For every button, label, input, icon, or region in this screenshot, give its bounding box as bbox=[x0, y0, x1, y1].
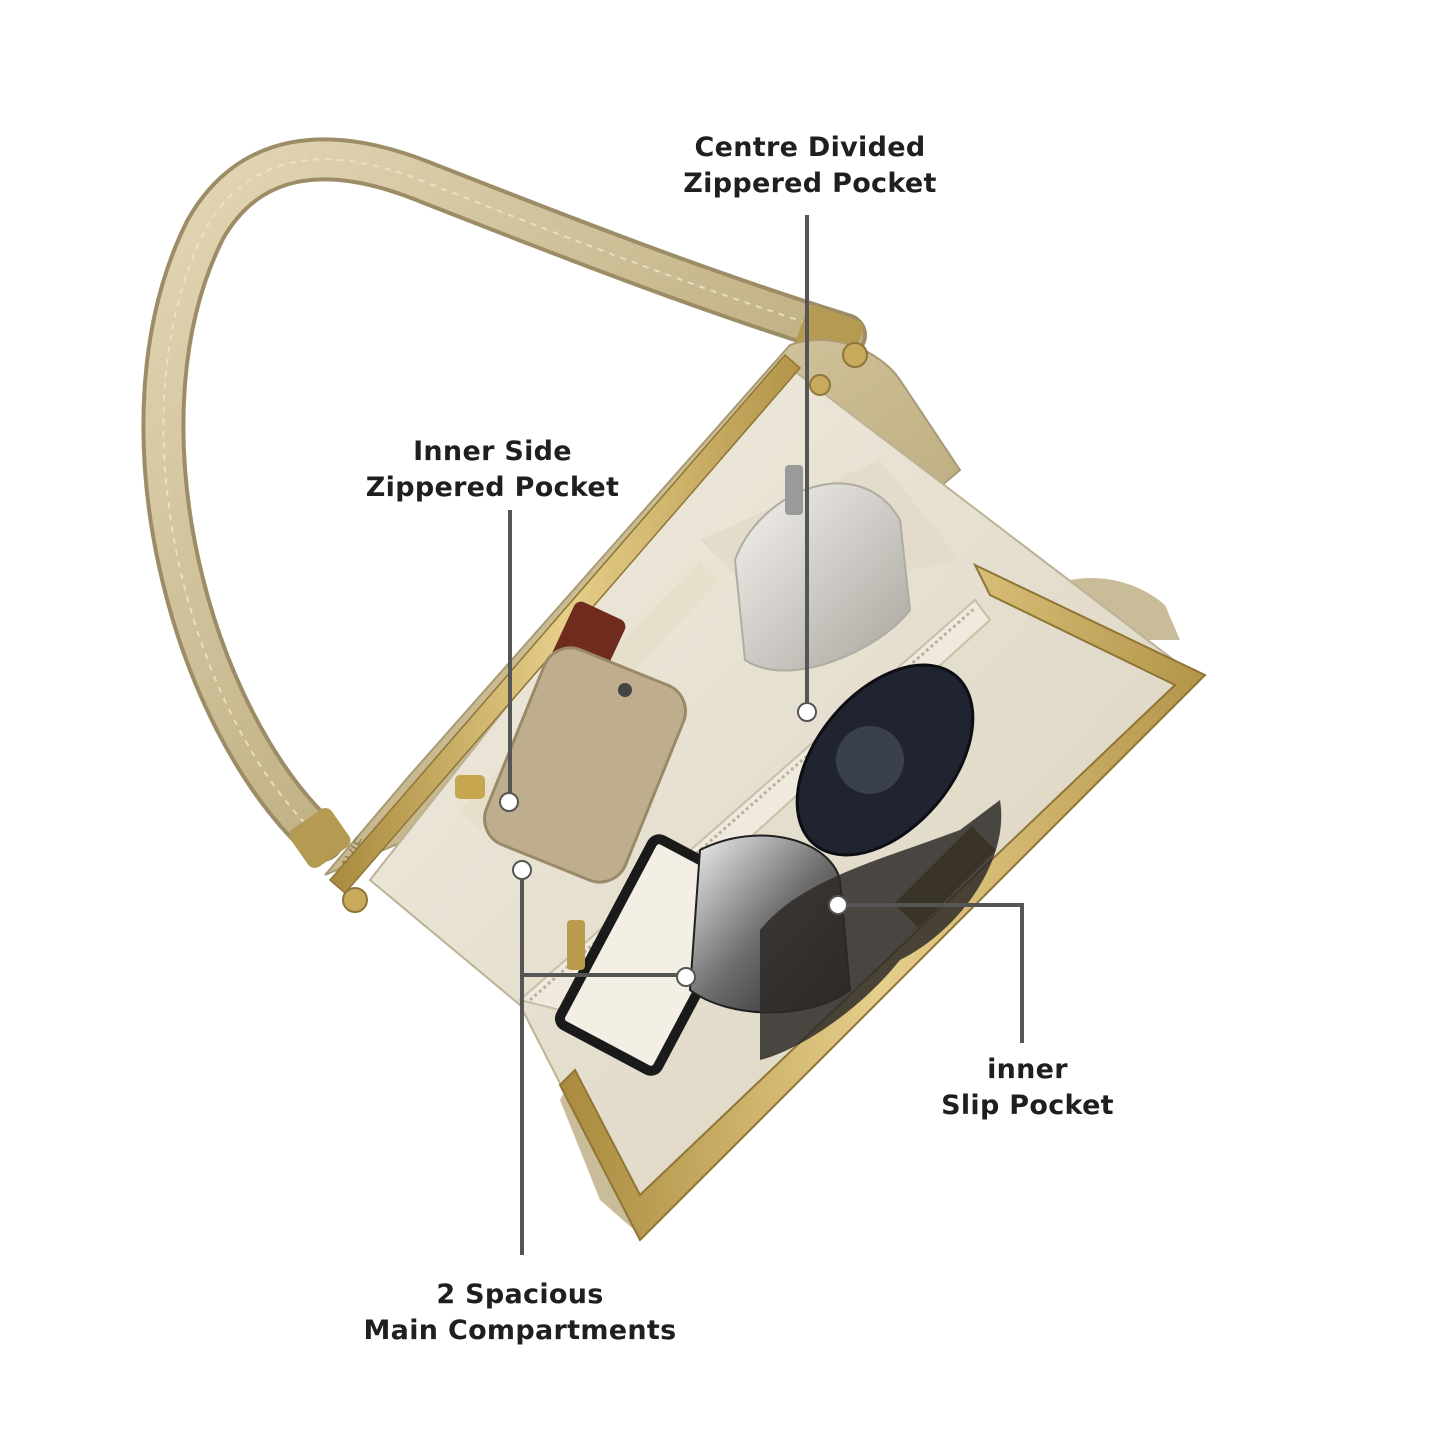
clasp-right bbox=[842, 342, 868, 368]
callout-inner-side-line2: Zippered Pocket bbox=[365, 472, 620, 503]
callout-dots bbox=[499, 702, 848, 987]
phone-camera bbox=[618, 683, 632, 697]
round-pouch bbox=[733, 482, 912, 672]
clasp-top bbox=[809, 374, 831, 396]
callout-inner-side-pocket: Inner Side Zippered Pocket bbox=[360, 434, 625, 506]
callout-main-compartments: 2 Spacious Main Compartments bbox=[355, 1277, 685, 1349]
callout-centre-line2: Zippered Pocket bbox=[683, 168, 937, 199]
callout-centre-divided-pocket: Centre Divided Zippered Pocket bbox=[670, 130, 950, 202]
callout-lines bbox=[508, 215, 1024, 1255]
callout-inner-slip-pocket: inner Slip Pocket bbox=[920, 1052, 1135, 1124]
zipper-pull-top bbox=[785, 465, 803, 515]
callout-dot-main-1 bbox=[512, 860, 532, 880]
callout-centre-line1: Centre Divided bbox=[694, 132, 926, 163]
callout-slip-line2: Slip Pocket bbox=[941, 1090, 1114, 1121]
clasp-left bbox=[342, 887, 368, 913]
callout-dot-inner-side bbox=[499, 792, 519, 812]
callout-line-slip bbox=[838, 903, 1024, 1043]
phone bbox=[483, 646, 687, 884]
callout-main-line2: Main Compartments bbox=[363, 1315, 677, 1346]
zipper-pull-divider bbox=[567, 920, 585, 970]
callout-dot-main-2 bbox=[676, 967, 696, 987]
bag-contents: 02 bbox=[342, 342, 1002, 1076]
callout-dot-slip bbox=[828, 895, 848, 915]
zipper-pull-side bbox=[455, 775, 485, 799]
sunglasses bbox=[760, 800, 1002, 1060]
callout-slip-line1: inner bbox=[987, 1054, 1068, 1085]
callout-main-line1: 2 Spacious bbox=[436, 1279, 604, 1310]
compact-logo bbox=[836, 726, 904, 794]
callout-inner-side-line1: Inner Side bbox=[413, 436, 572, 467]
callout-dot-centre bbox=[797, 702, 817, 722]
